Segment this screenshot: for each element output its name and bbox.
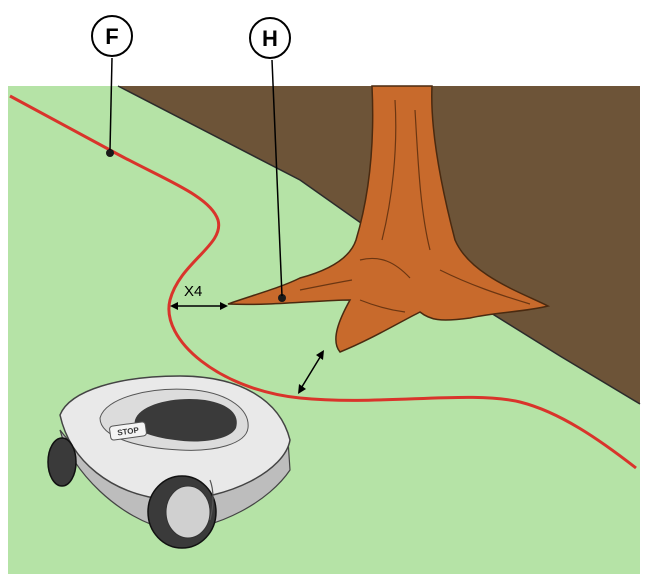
tree-trunk	[227, 85, 551, 353]
mower-side-line	[209, 479, 214, 521]
root-marker-dot-icon	[278, 294, 286, 302]
callout-h-label: H	[262, 26, 278, 51]
callout-f-leader	[109, 57, 113, 151]
mower-screen	[134, 398, 237, 442]
wire-marker-dot-icon	[106, 149, 114, 157]
callout-h-leader	[271, 59, 283, 297]
stop-button-label: STOP	[117, 425, 140, 437]
callout-h: H	[249, 17, 291, 59]
robotic-mower: STOP	[47, 375, 291, 549]
mower-front-wheel	[147, 475, 217, 549]
distance-label: X4	[184, 283, 202, 300]
distance-arrow-trunk-double-arrow-icon	[298, 350, 324, 394]
trunk-shading	[299, 99, 531, 313]
callout-f-label: F	[105, 24, 118, 49]
boundary-wire	[9, 94, 637, 470]
mower-rear-wheel	[47, 437, 77, 487]
distance-arrow-root-double-arrow-icon	[170, 302, 228, 310]
stop-button[interactable]: STOP	[109, 421, 147, 441]
callout-f: F	[91, 15, 133, 57]
